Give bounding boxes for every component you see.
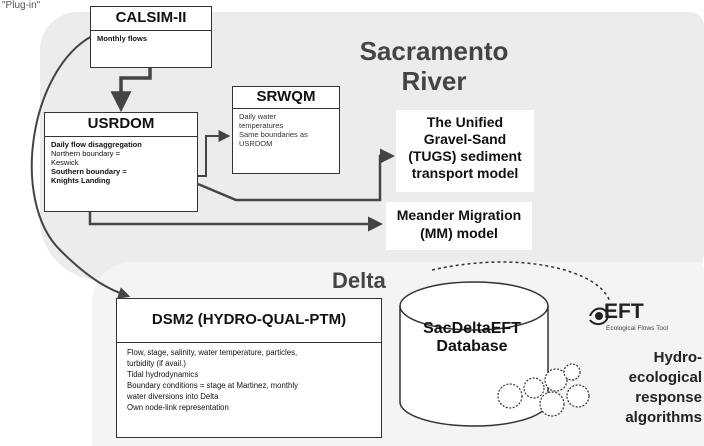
srwqm-line: Same boundaries as bbox=[239, 130, 308, 139]
plugin-label: "Plug-in" bbox=[0, 0, 704, 11]
gears-icon bbox=[497, 363, 590, 417]
meander-migration-box: Meander Migration (MM) model bbox=[386, 202, 532, 250]
srwqm-line: temperatures bbox=[239, 121, 284, 130]
usrdom-line: Knights Landing bbox=[51, 176, 111, 185]
calsim-body: Monthly flows bbox=[91, 31, 211, 46]
delta-label: Delta bbox=[332, 268, 386, 293]
dsm2-box: DSM2 (HYDRO-QUAL-PTM) Flow, stage, salin… bbox=[116, 298, 382, 438]
dsm2-title: DSM2 (HYDRO-QUAL-PTM) bbox=[117, 299, 381, 343]
dsm2-line: turbidity (if avail.) bbox=[127, 359, 186, 368]
srwqm-body: Daily water temperatures Same boundaries… bbox=[233, 109, 339, 151]
hydro-line: Hydro- bbox=[653, 349, 702, 366]
usrdom-title: USRDOM bbox=[45, 113, 197, 137]
database-line: SacDeltaEFT bbox=[423, 320, 521, 337]
eft-logo-icon bbox=[589, 307, 610, 326]
usrdom-line: Keswick bbox=[51, 158, 79, 167]
usrdom-line: Southern boundary = bbox=[51, 167, 127, 176]
arrow-usrdom-to-tugs bbox=[197, 148, 395, 202]
mm-line: Meander Migration bbox=[396, 207, 522, 223]
eft-logo-wordmark: EFT bbox=[604, 300, 644, 323]
database-line: Database bbox=[436, 338, 508, 355]
eft-logo-subtitle: Ecological Flows Tool bbox=[606, 325, 669, 332]
calsim-line: Monthly flows bbox=[97, 34, 147, 43]
tugs-line: transport model bbox=[411, 165, 519, 181]
sacramento-label-line: River bbox=[401, 66, 467, 96]
dsm2-line: Flow, stage, salinity, water temperature… bbox=[127, 348, 298, 357]
database-label: SacDeltaEFT Database bbox=[404, 320, 540, 356]
hydro-ecological-label: Hydro- ecological response algorithms bbox=[594, 348, 702, 428]
usrdom-line: Northern boundary = bbox=[51, 149, 121, 158]
tugs-model-box: The Unified Gravel-Sand (TUGS) sediment … bbox=[396, 110, 534, 192]
arrow-usrdom-to-srwqm bbox=[198, 130, 231, 177]
sacramento-label-line: Sacramento bbox=[359, 36, 509, 66]
usrdom-box: USRDOM Daily flow disaggregation Norther… bbox=[44, 112, 198, 212]
tugs-line: (TUGS) sediment bbox=[408, 148, 522, 164]
tugs-line: The Unified bbox=[426, 114, 504, 130]
mm-line: (MM) model bbox=[420, 225, 498, 241]
srwqm-line: USRDOM bbox=[239, 139, 273, 148]
dsm2-line: water diversions into Delta bbox=[127, 392, 219, 401]
srwqm-box: SRWQM Daily water temperatures Same boun… bbox=[232, 86, 340, 174]
hydro-line: algorithms bbox=[625, 409, 702, 426]
srwqm-line: Daily water bbox=[239, 112, 277, 121]
tugs-line: Gravel-Sand bbox=[423, 131, 507, 147]
dsm2-line: Tidal hydrodynamics bbox=[127, 370, 199, 379]
calsim-box: CALSIM-II Monthly flows bbox=[90, 6, 212, 68]
hydro-line: ecological bbox=[628, 369, 702, 386]
dsm2-line: Own node-link representation bbox=[127, 403, 229, 412]
calsim-title: CALSIM-II bbox=[91, 7, 211, 31]
dsm2-line: Boundary conditions = stage at Martinez,… bbox=[127, 381, 298, 390]
plugin-dashed-link bbox=[431, 261, 611, 303]
arrow-calsim-to-dsm2 bbox=[30, 35, 131, 299]
arrow-calsim-to-usrdom bbox=[110, 68, 152, 113]
dsm2-body: Flow, stage, salinity, water temperature… bbox=[117, 343, 381, 417]
srwqm-title: SRWQM bbox=[233, 87, 339, 109]
arrow-usrdom-to-mm bbox=[88, 212, 383, 232]
hydro-line: response bbox=[635, 389, 702, 406]
usrdom-line: Daily flow disaggregation bbox=[51, 140, 142, 149]
usrdom-body: Daily flow disaggregation Northern bound… bbox=[45, 137, 197, 188]
